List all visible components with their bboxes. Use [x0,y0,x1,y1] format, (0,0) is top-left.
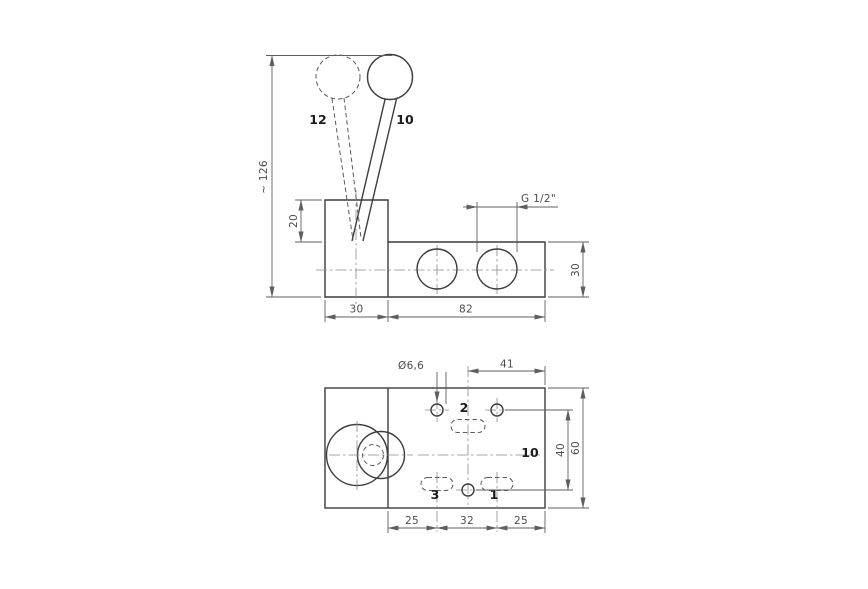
dim-body-depth: 60 [548,387,589,509]
plan-view: 2 3 1 10 Ø6,6 41 40 60 [324,359,589,533]
label-port-2: 2 [460,400,469,415]
port-slots-hidden [420,419,514,491]
dim-hole-diameter-text: Ø6,6 [398,360,424,372]
dim-port-thread: G 1/2" [463,193,558,252]
front-center-lines [316,190,554,306]
dim-left-pitch-text: 25 [405,515,419,527]
plan-body-outline [324,387,546,509]
dim-port-axis-to-edge-text: 41 [500,359,514,371]
front-view: 12 10 ~ 126 20 G 1/2" [258,53,589,322]
dim-plan-bottom: 25 32 25 [387,511,546,533]
dim-hole-spacing-text: 40 [555,443,567,457]
port-bores [416,248,518,290]
label-lever-alt-position: 12 [309,112,326,127]
lever-position-10 [351,53,414,242]
dim-overall-height-text: ~ 126 [258,160,270,194]
dim-hole-diameter: Ø6,6 [398,360,447,404]
dim-body-height: 30 [548,241,589,298]
label-body: 10 [521,445,539,460]
dim-front-bottom: 30 82 [324,300,546,322]
dim-port-axis-to-edge: 41 [467,359,546,385]
dim-hole-spacing: 40 [476,409,573,491]
dim-lever-block-height: 20 [288,199,322,243]
dim-body-height-text: 30 [570,263,582,277]
label-lever-position: 10 [396,112,414,127]
dim-body-depth-text: 60 [570,441,582,455]
dim-block-width-text: 30 [350,304,364,316]
dim-lever-block-height-text: 20 [288,214,300,228]
lever-position-12 [315,54,362,241]
dim-port-thread-text: G 1/2" [521,193,556,205]
dim-center-pitch-text: 32 [460,515,474,527]
plan-center-lines [418,366,540,532]
lever-ball-top-view [325,421,413,490]
mounting-holes [430,403,504,497]
valve-body-outline [324,199,546,298]
dim-right-pitch-text: 25 [514,515,528,527]
dim-overall-height: ~ 126 [258,55,392,298]
dim-body-width-text: 82 [459,304,473,316]
label-port-1: 1 [490,487,499,502]
label-port-3: 3 [431,487,440,502]
